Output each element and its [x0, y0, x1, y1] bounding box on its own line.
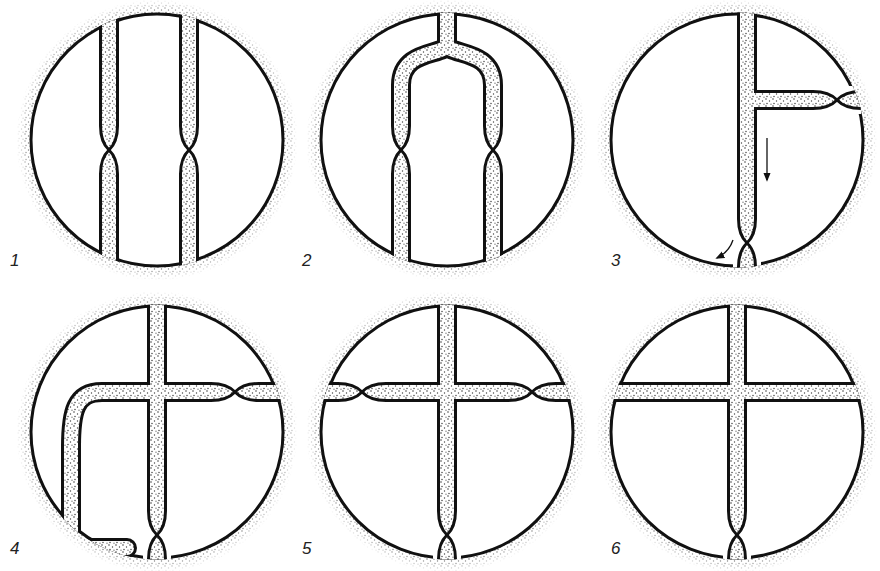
twist-edge [189, 126, 198, 174]
twist-fill [493, 126, 507, 174]
channel-edge [307, 382, 587, 402]
channel-group [307, 292, 587, 571]
channel-edge [597, 382, 877, 402]
channel-edge [179, 0, 199, 280]
twist-edge [747, 219, 756, 267]
stipple-halo [17, 0, 297, 280]
callout-number: 1 [10, 252, 19, 269]
twist-fill [401, 126, 415, 174]
twist-edge [813, 100, 861, 109]
twist-fill [813, 100, 861, 114]
twist-pinch [175, 126, 203, 174]
twist-fill [747, 219, 761, 267]
channel-group [733, 0, 877, 280]
channel-group [71, 292, 297, 571]
stipple-halo [597, 0, 877, 280]
twist-fill [211, 392, 259, 406]
channel-stipple [447, 0, 493, 280]
halo-fade [597, 292, 878, 571]
twist-pinch [733, 219, 761, 267]
band-panel [17, 292, 298, 571]
twist-edge [447, 511, 456, 559]
halo-fade [597, 0, 878, 281]
twist-pinch [387, 126, 415, 174]
twist-edge [338, 392, 386, 401]
twist-pinch [95, 126, 123, 174]
twist-edge [508, 392, 556, 401]
halo-fade [307, 292, 588, 571]
twist-pinch [338, 378, 386, 406]
callout-number: 4 [10, 540, 19, 557]
twist-edge [109, 126, 118, 174]
twist-fill [737, 511, 751, 559]
twist-fill [189, 126, 203, 174]
stipple-halo [597, 292, 877, 571]
twist-pinch [479, 126, 507, 174]
twist-pinch [813, 86, 861, 114]
twist-pinch [211, 378, 259, 406]
channel-edge [157, 382, 297, 402]
twist-fill [157, 511, 171, 559]
callout-number: 5 [302, 540, 311, 557]
channel-edge [747, 90, 877, 110]
twist-pinch [433, 511, 461, 559]
callout-number: 6 [611, 540, 620, 557]
stipple-halo [307, 292, 587, 571]
halo-fade [17, 0, 298, 281]
channel-stipple [307, 385, 587, 399]
disc-outline [31, 14, 283, 266]
band-panel [597, 0, 878, 281]
stipple-halo [17, 292, 297, 571]
channel-group [597, 292, 877, 571]
channel-stipple [597, 385, 877, 399]
twist-pinch [508, 378, 556, 406]
callout-number: 2 [302, 252, 311, 269]
channel-stipple [747, 93, 877, 107]
twist-fill [508, 392, 556, 406]
twist-edge [737, 511, 746, 559]
halo-fade [17, 292, 298, 571]
motion-arrow [717, 240, 733, 258]
twist-fill [109, 126, 123, 174]
twist-edge [157, 511, 166, 559]
band-panel [307, 0, 588, 281]
callout-number: 3 [611, 252, 620, 269]
band-panel [597, 292, 878, 571]
twist-pinch [143, 511, 171, 559]
twist-fill [338, 392, 386, 406]
channel-group [387, 0, 507, 280]
twist-edge [211, 392, 259, 401]
band-panel [307, 292, 588, 571]
channel-edge [447, 0, 493, 280]
band-panel [17, 0, 298, 281]
twist-fill [447, 511, 461, 559]
channel-edge [99, 0, 119, 280]
twist-edge [493, 126, 502, 174]
motion-arrow [766, 138, 767, 180]
channel-group [95, 0, 203, 280]
twist-pinch [723, 511, 751, 559]
halo-fade [307, 0, 588, 281]
stipple-halo [307, 0, 587, 280]
twist-edge [401, 126, 410, 174]
